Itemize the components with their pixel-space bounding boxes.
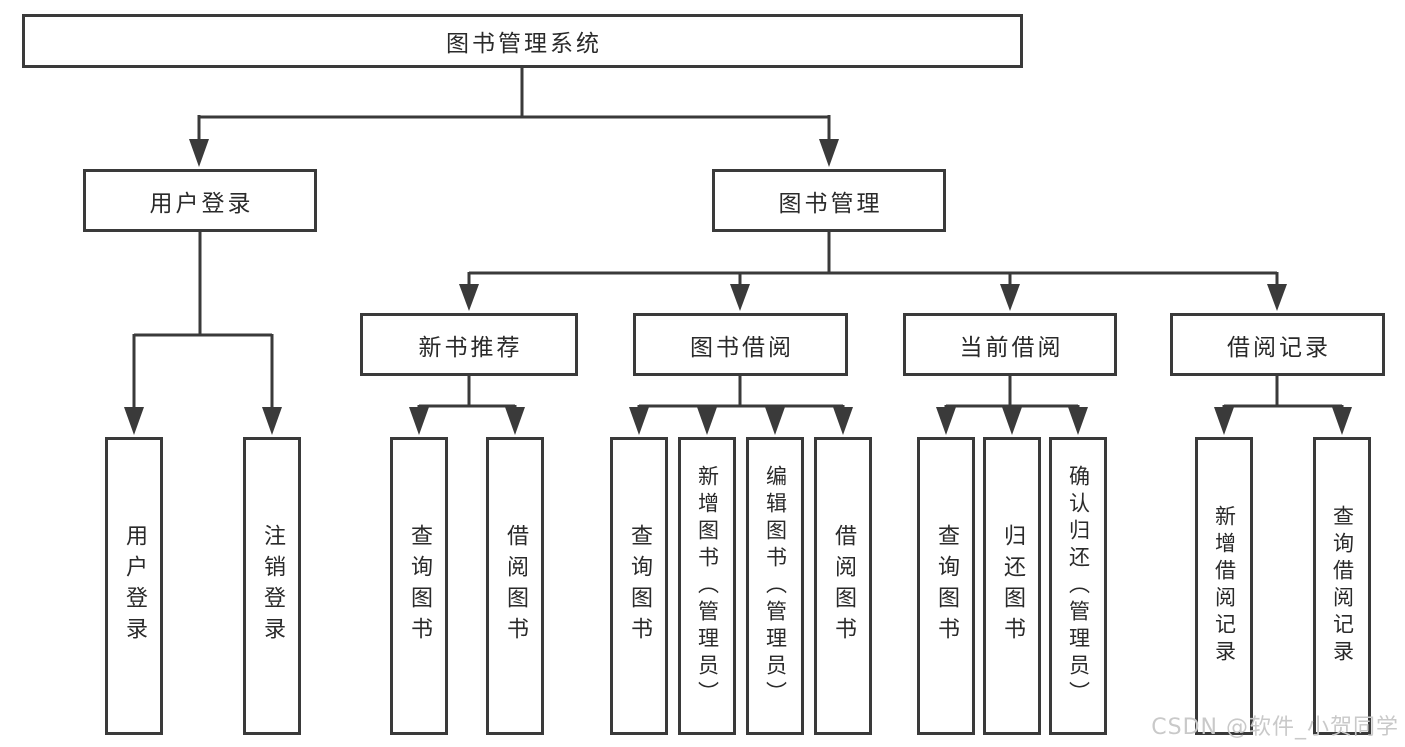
leaf-logout: 注销登录 xyxy=(243,437,301,735)
node-label: 用户登录 xyxy=(122,524,147,648)
node-label: 借阅图书 xyxy=(503,524,528,648)
csdn-watermark: CSDN @软件_小贺同学 xyxy=(1151,715,1399,740)
node-label: 新书推荐 xyxy=(418,334,523,361)
node-label: 用户登录 xyxy=(149,190,254,217)
leaf-add-borrow-record: 新增借阅记录 xyxy=(1195,437,1253,735)
node-label: 图书借阅 xyxy=(690,334,794,361)
node-label: 确认归还（管理员） xyxy=(1066,464,1091,708)
node-label: 新增图书（管理员） xyxy=(695,464,720,708)
leaf-user-login: 用户登录 xyxy=(105,437,163,735)
node-book-borrowing: 图书借阅 xyxy=(633,313,848,376)
node-label: 图书管理 xyxy=(778,190,883,217)
node-label: 借阅图书 xyxy=(831,524,856,648)
leaf-query-books-borrowing: 查询图书 xyxy=(610,437,668,735)
leaf-borrow-books: 借阅图书 xyxy=(814,437,872,735)
leaf-query-books-recommend: 查询图书 xyxy=(390,437,448,735)
leaf-return-books: 归还图书 xyxy=(983,437,1041,735)
node-user-login-module: 用户登录 xyxy=(83,169,317,232)
node-new-book-recommend: 新书推荐 xyxy=(360,313,578,376)
node-label: 图书管理系统 xyxy=(446,31,602,57)
node-root-system: 图书管理系统 xyxy=(22,14,1023,68)
node-book-management-module: 图书管理 xyxy=(712,169,946,232)
node-label: 借阅记录 xyxy=(1227,334,1331,361)
node-label: 查询借阅记录 xyxy=(1330,505,1355,667)
node-label: 编辑图书（管理员） xyxy=(763,464,788,708)
node-current-borrowing: 当前借阅 xyxy=(903,313,1117,376)
node-label: 查询图书 xyxy=(934,524,959,648)
leaf-query-borrow-record: 查询借阅记录 xyxy=(1313,437,1371,735)
node-label: 查询图书 xyxy=(627,524,652,648)
arrowheads xyxy=(124,139,1352,435)
node-label: 注销登录 xyxy=(260,524,285,648)
leaf-query-books-current: 查询图书 xyxy=(917,437,975,735)
leaf-borrow-books-recommend: 借阅图书 xyxy=(486,437,544,735)
leaf-add-books-admin: 新增图书（管理员） xyxy=(678,437,736,735)
node-label: 新增借阅记录 xyxy=(1212,505,1237,667)
node-label: 查询图书 xyxy=(407,524,432,648)
leaf-edit-books-admin: 编辑图书（管理员） xyxy=(746,437,804,735)
node-label: 当前借阅 xyxy=(959,334,1064,361)
node-borrowing-records: 借阅记录 xyxy=(1170,313,1385,376)
leaf-confirm-return-admin: 确认归还（管理员） xyxy=(1049,437,1107,735)
node-label: 归还图书 xyxy=(1000,524,1025,648)
